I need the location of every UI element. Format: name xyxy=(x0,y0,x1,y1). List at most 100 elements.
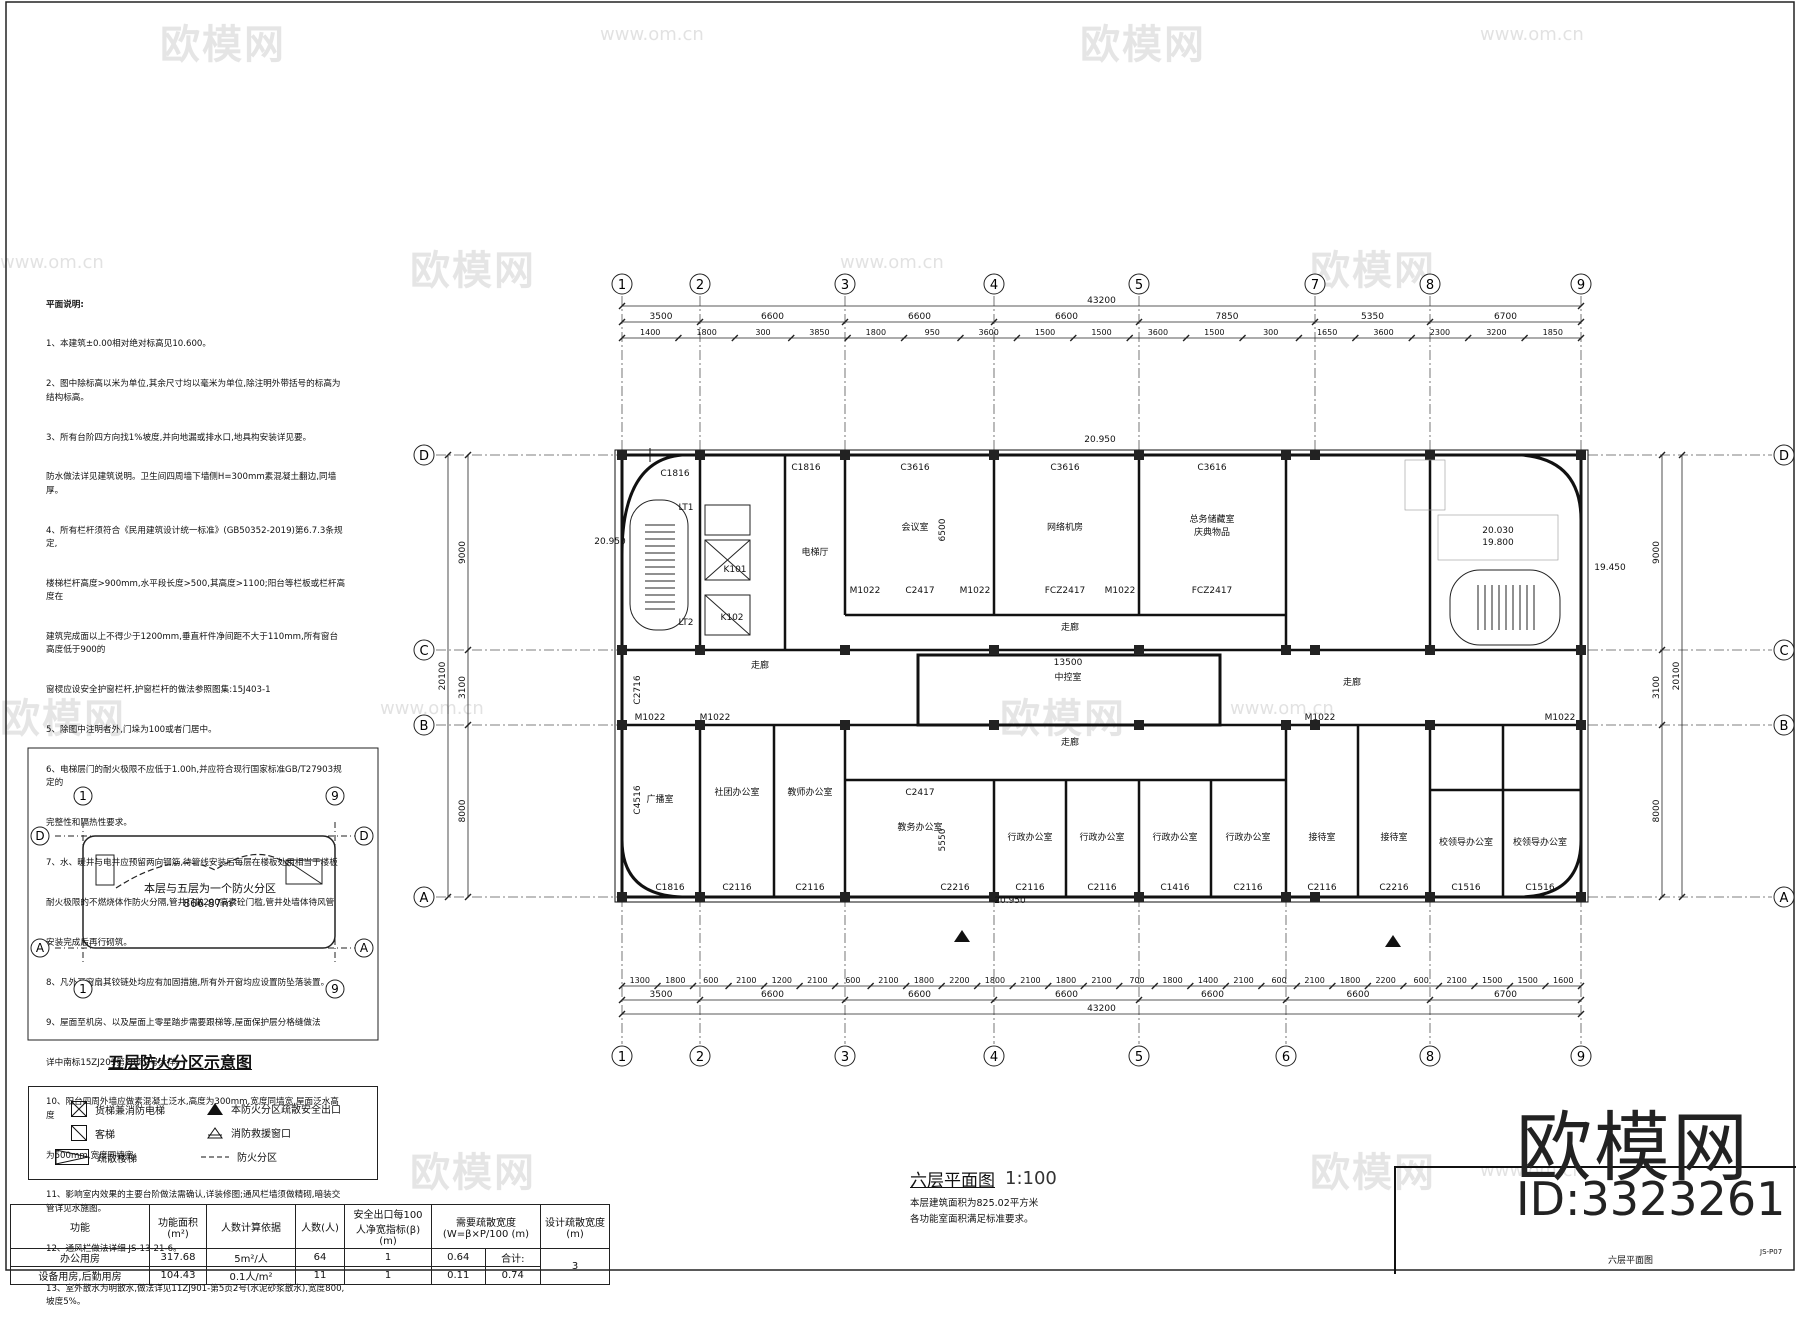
note-line: 完整性和隔热性要求。 xyxy=(46,818,132,829)
window-tag: C2216 xyxy=(940,883,969,893)
table-cell: 设备用房,后勤用房 xyxy=(10,1266,150,1285)
window-tag: C4516 xyxy=(633,785,643,814)
dimension-text: 2100 xyxy=(1447,976,1467,985)
plan-note-line: 各功能室面积满足标准要求。 xyxy=(910,1214,1034,1225)
level-mark: 20.950 xyxy=(994,896,1026,906)
grid-axis-label: 8 xyxy=(1426,278,1434,293)
dimension-text: 1200 xyxy=(772,976,792,985)
fire-zone-title: 五层防火分区示意图 xyxy=(108,1053,253,1072)
window-tag: C1816 xyxy=(791,463,820,473)
structural-column xyxy=(989,720,999,730)
plan-note-line: 本层建筑面积为825.02平方米 xyxy=(910,1198,1039,1209)
watermark-logo: 欧模网 xyxy=(1000,696,1126,742)
window-tag: C2417 xyxy=(905,586,934,596)
fire-axis-label: D xyxy=(359,829,368,843)
dimension-text: 1600 xyxy=(1553,976,1573,985)
grid-axis-bubble: B xyxy=(413,714,435,736)
dim-text: 13500 xyxy=(1054,658,1083,668)
table-header: 功能面积 (m²) xyxy=(149,1204,207,1249)
window-tag: C2116 xyxy=(795,883,824,893)
note-line: 详中南标15ZJ201第28页2号大样。 xyxy=(46,1057,185,1068)
room-name: 网络机房 xyxy=(1047,521,1083,533)
grid-axis-bubble: 4 xyxy=(983,273,1005,295)
sheet-name: 六层平面图 xyxy=(1608,1256,1654,1266)
room-name: 总务储藏室 xyxy=(1189,513,1234,525)
table-row: 办公用房 317.68 5m²/人 64 1 0.64 合计: 3 xyxy=(10,1248,610,1285)
dimension-text: 1800 xyxy=(985,976,1005,985)
legend-label: 货梯兼消防电梯 xyxy=(95,1105,165,1117)
room-name: 行政办公室 xyxy=(1152,831,1197,843)
hollow-triangle-icon xyxy=(207,1126,223,1138)
dimension-text: 2100 xyxy=(878,976,898,985)
grid-axis-bubble: 5 xyxy=(1128,273,1150,295)
window-tag: C2116 xyxy=(722,883,751,893)
stair-right xyxy=(1449,569,1561,646)
plan-title: 六层平面图 xyxy=(910,1171,995,1191)
corridor-label: 走廊 xyxy=(1061,736,1079,748)
grid-axis-label: 4 xyxy=(990,1050,998,1065)
fire-axis-bubble: D xyxy=(354,826,374,846)
watermark-logo: 欧模网 xyxy=(1080,22,1206,68)
grid-axis-bubble: 5 xyxy=(1128,1045,1150,1067)
level-mark: 19.800 xyxy=(1482,538,1514,548)
dimension-text: 2300 xyxy=(1430,328,1450,337)
window-tag: C3616 xyxy=(900,463,929,473)
dimension-text: 600 xyxy=(1271,976,1286,985)
grid-axis-label: C xyxy=(419,644,428,659)
stair-left xyxy=(629,499,689,631)
legend-label: 消防救援窗口 xyxy=(231,1129,291,1140)
structural-column xyxy=(1576,720,1586,730)
dimension-text: 20100 xyxy=(438,661,448,690)
structural-column xyxy=(1281,892,1291,902)
dimension-text: 6700 xyxy=(1494,312,1517,322)
window-tag: FCZ2417 xyxy=(1045,586,1086,596)
dimension-text: 6600 xyxy=(908,312,931,322)
dimension-text: 3500 xyxy=(650,312,673,322)
table-header-row: 功能 功能面积 (m²) 人数计算依据 人数(人) 安全出口每100人净宽指标(… xyxy=(10,1204,610,1249)
structural-column xyxy=(1425,892,1435,902)
note-line: 13、室外散水为明散水,做法详见11ZJ901-第5页2号(水泥砂浆散水),宽度… xyxy=(46,1283,345,1307)
elevator-tag: K101 xyxy=(723,565,746,575)
grid-axis-label: D xyxy=(1779,449,1789,464)
fire-axis-bubble: A xyxy=(30,938,50,958)
grid-axis-label: 3 xyxy=(841,278,849,293)
toilet-area xyxy=(1404,459,1559,561)
watermark-logo: 欧模网 xyxy=(1310,248,1436,294)
dimension-text: 43200 xyxy=(1087,1004,1116,1014)
dimension-text: 1800 xyxy=(1340,976,1360,985)
grid-axis-label: D xyxy=(419,449,429,464)
table-cell: 317.68 xyxy=(149,1248,207,1267)
table-cell: 合计: xyxy=(484,1248,542,1267)
grid-axis-label: B xyxy=(1780,719,1789,734)
grid-axis-bubble: D xyxy=(413,444,435,466)
table-row: 设备用房,后勤用房 104.43 0.1人/m² 11 1 0.11 0.74 xyxy=(10,1266,610,1285)
grid-axis-bubble: 3 xyxy=(834,1045,856,1067)
structural-column xyxy=(1425,720,1435,730)
dimension-text: 1800 xyxy=(665,976,685,985)
dimension-text: 2100 xyxy=(1020,976,1040,985)
room-sub: 庆典物品 xyxy=(1194,526,1230,538)
window-tag: C2116 xyxy=(1015,883,1044,893)
level-mark: 20.950 xyxy=(594,537,626,547)
brand-id: ID:3323261 xyxy=(1516,1172,1786,1226)
dimension-text: 2100 xyxy=(807,976,827,985)
grid-axis-bubble: 7 xyxy=(1304,273,1326,295)
fire-axis-label: A xyxy=(360,941,369,955)
dimension-text: 3200 xyxy=(1486,328,1506,337)
fire-zone-label: 本层与五层为一个防火分区 xyxy=(144,881,276,895)
window-tag: C2116 xyxy=(1233,883,1262,893)
dimension-text: 1800 xyxy=(866,328,886,337)
watermark-url: www.om.cn xyxy=(1480,1160,1584,1181)
door-tag: M1022 xyxy=(1105,586,1136,596)
cross-box-icon xyxy=(71,1101,87,1117)
corridor-label: 走廊 xyxy=(1343,676,1361,688)
fire-axis-label: 9 xyxy=(331,982,339,996)
legend-item: 货梯兼消防电梯 xyxy=(71,1101,165,1117)
structural-column xyxy=(617,645,627,655)
watermark-logo: 欧模网 xyxy=(1310,1150,1436,1196)
dimension-text: 3100 xyxy=(1652,676,1662,699)
room-name: 行政办公室 xyxy=(1079,831,1124,843)
table-header: 需要疏散宽度 (W=β×P/100 (m) xyxy=(431,1204,541,1249)
dimension-text: 600 xyxy=(845,976,860,985)
door-tag: M1022 xyxy=(850,586,881,596)
